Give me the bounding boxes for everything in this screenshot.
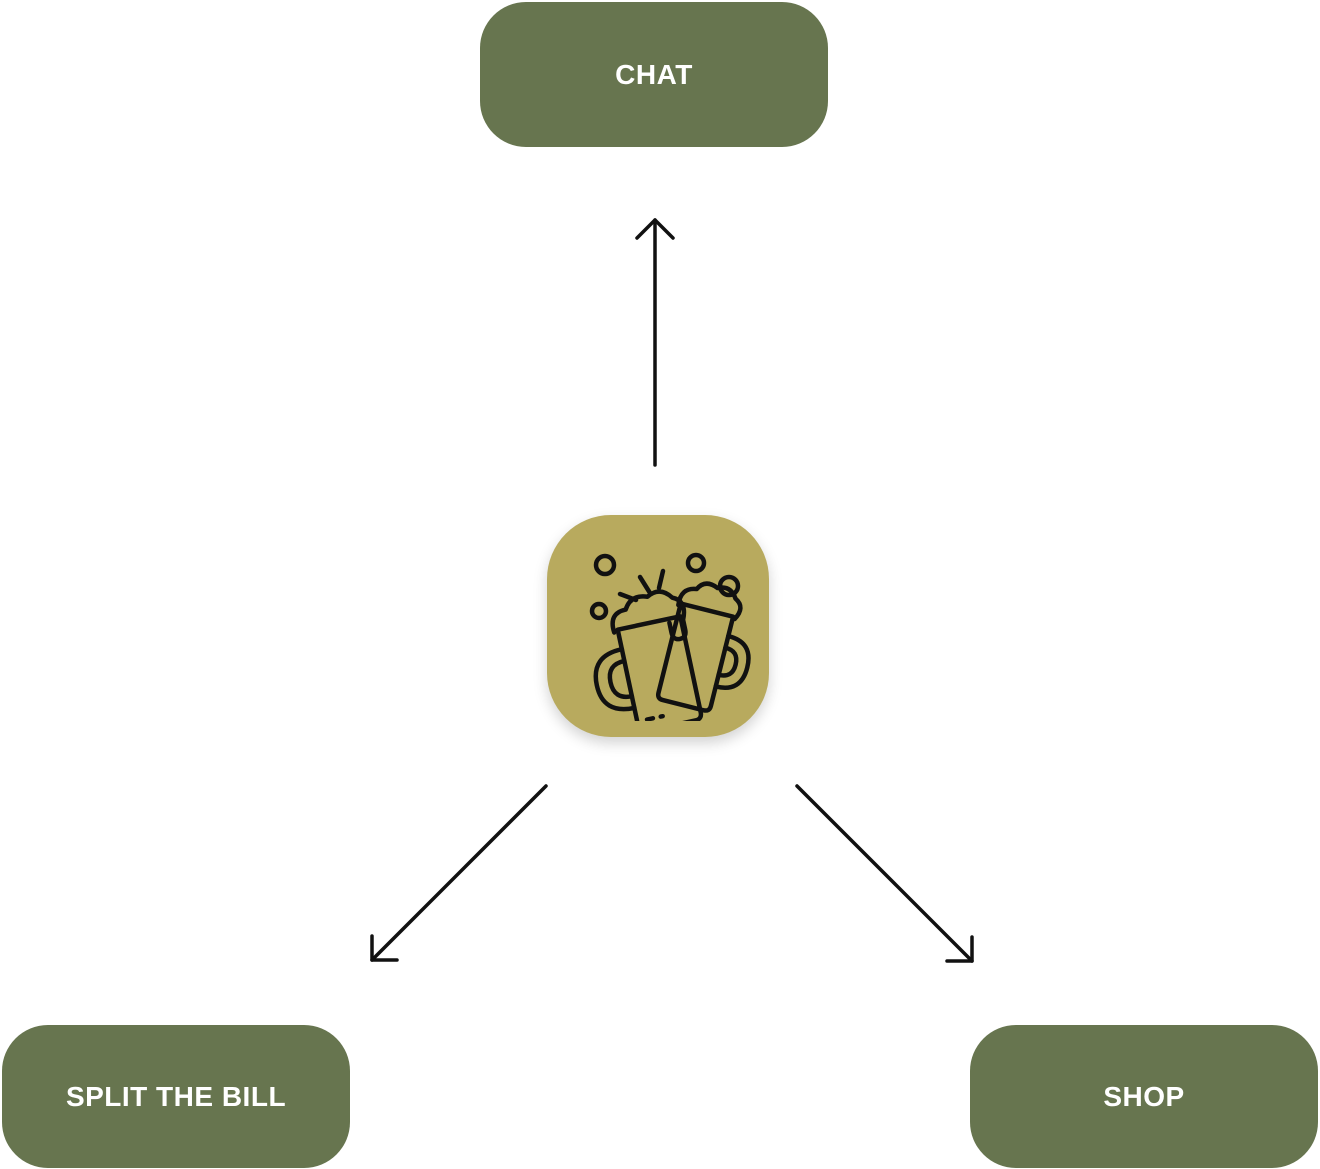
- beer-mugs-cheers-icon: [589, 552, 751, 721]
- split-the-bill-node-label: SPLIT THE BILL: [65, 1080, 287, 1112]
- chat-node[interactable]: CHAT: [480, 2, 828, 147]
- arrow-to-shop: [795, 784, 974, 963]
- arrow-to-split-the-bill: [370, 784, 548, 962]
- chat-node-label: CHAT: [615, 58, 693, 90]
- hub-app-icon[interactable]: [547, 515, 769, 737]
- shop-node[interactable]: SHOP: [970, 1025, 1318, 1168]
- shop-node-label: SHOP: [1103, 1080, 1185, 1112]
- arrow-to-chat: [635, 218, 675, 467]
- split-the-bill-node[interactable]: SPLIT THE BILL: [2, 1025, 350, 1168]
